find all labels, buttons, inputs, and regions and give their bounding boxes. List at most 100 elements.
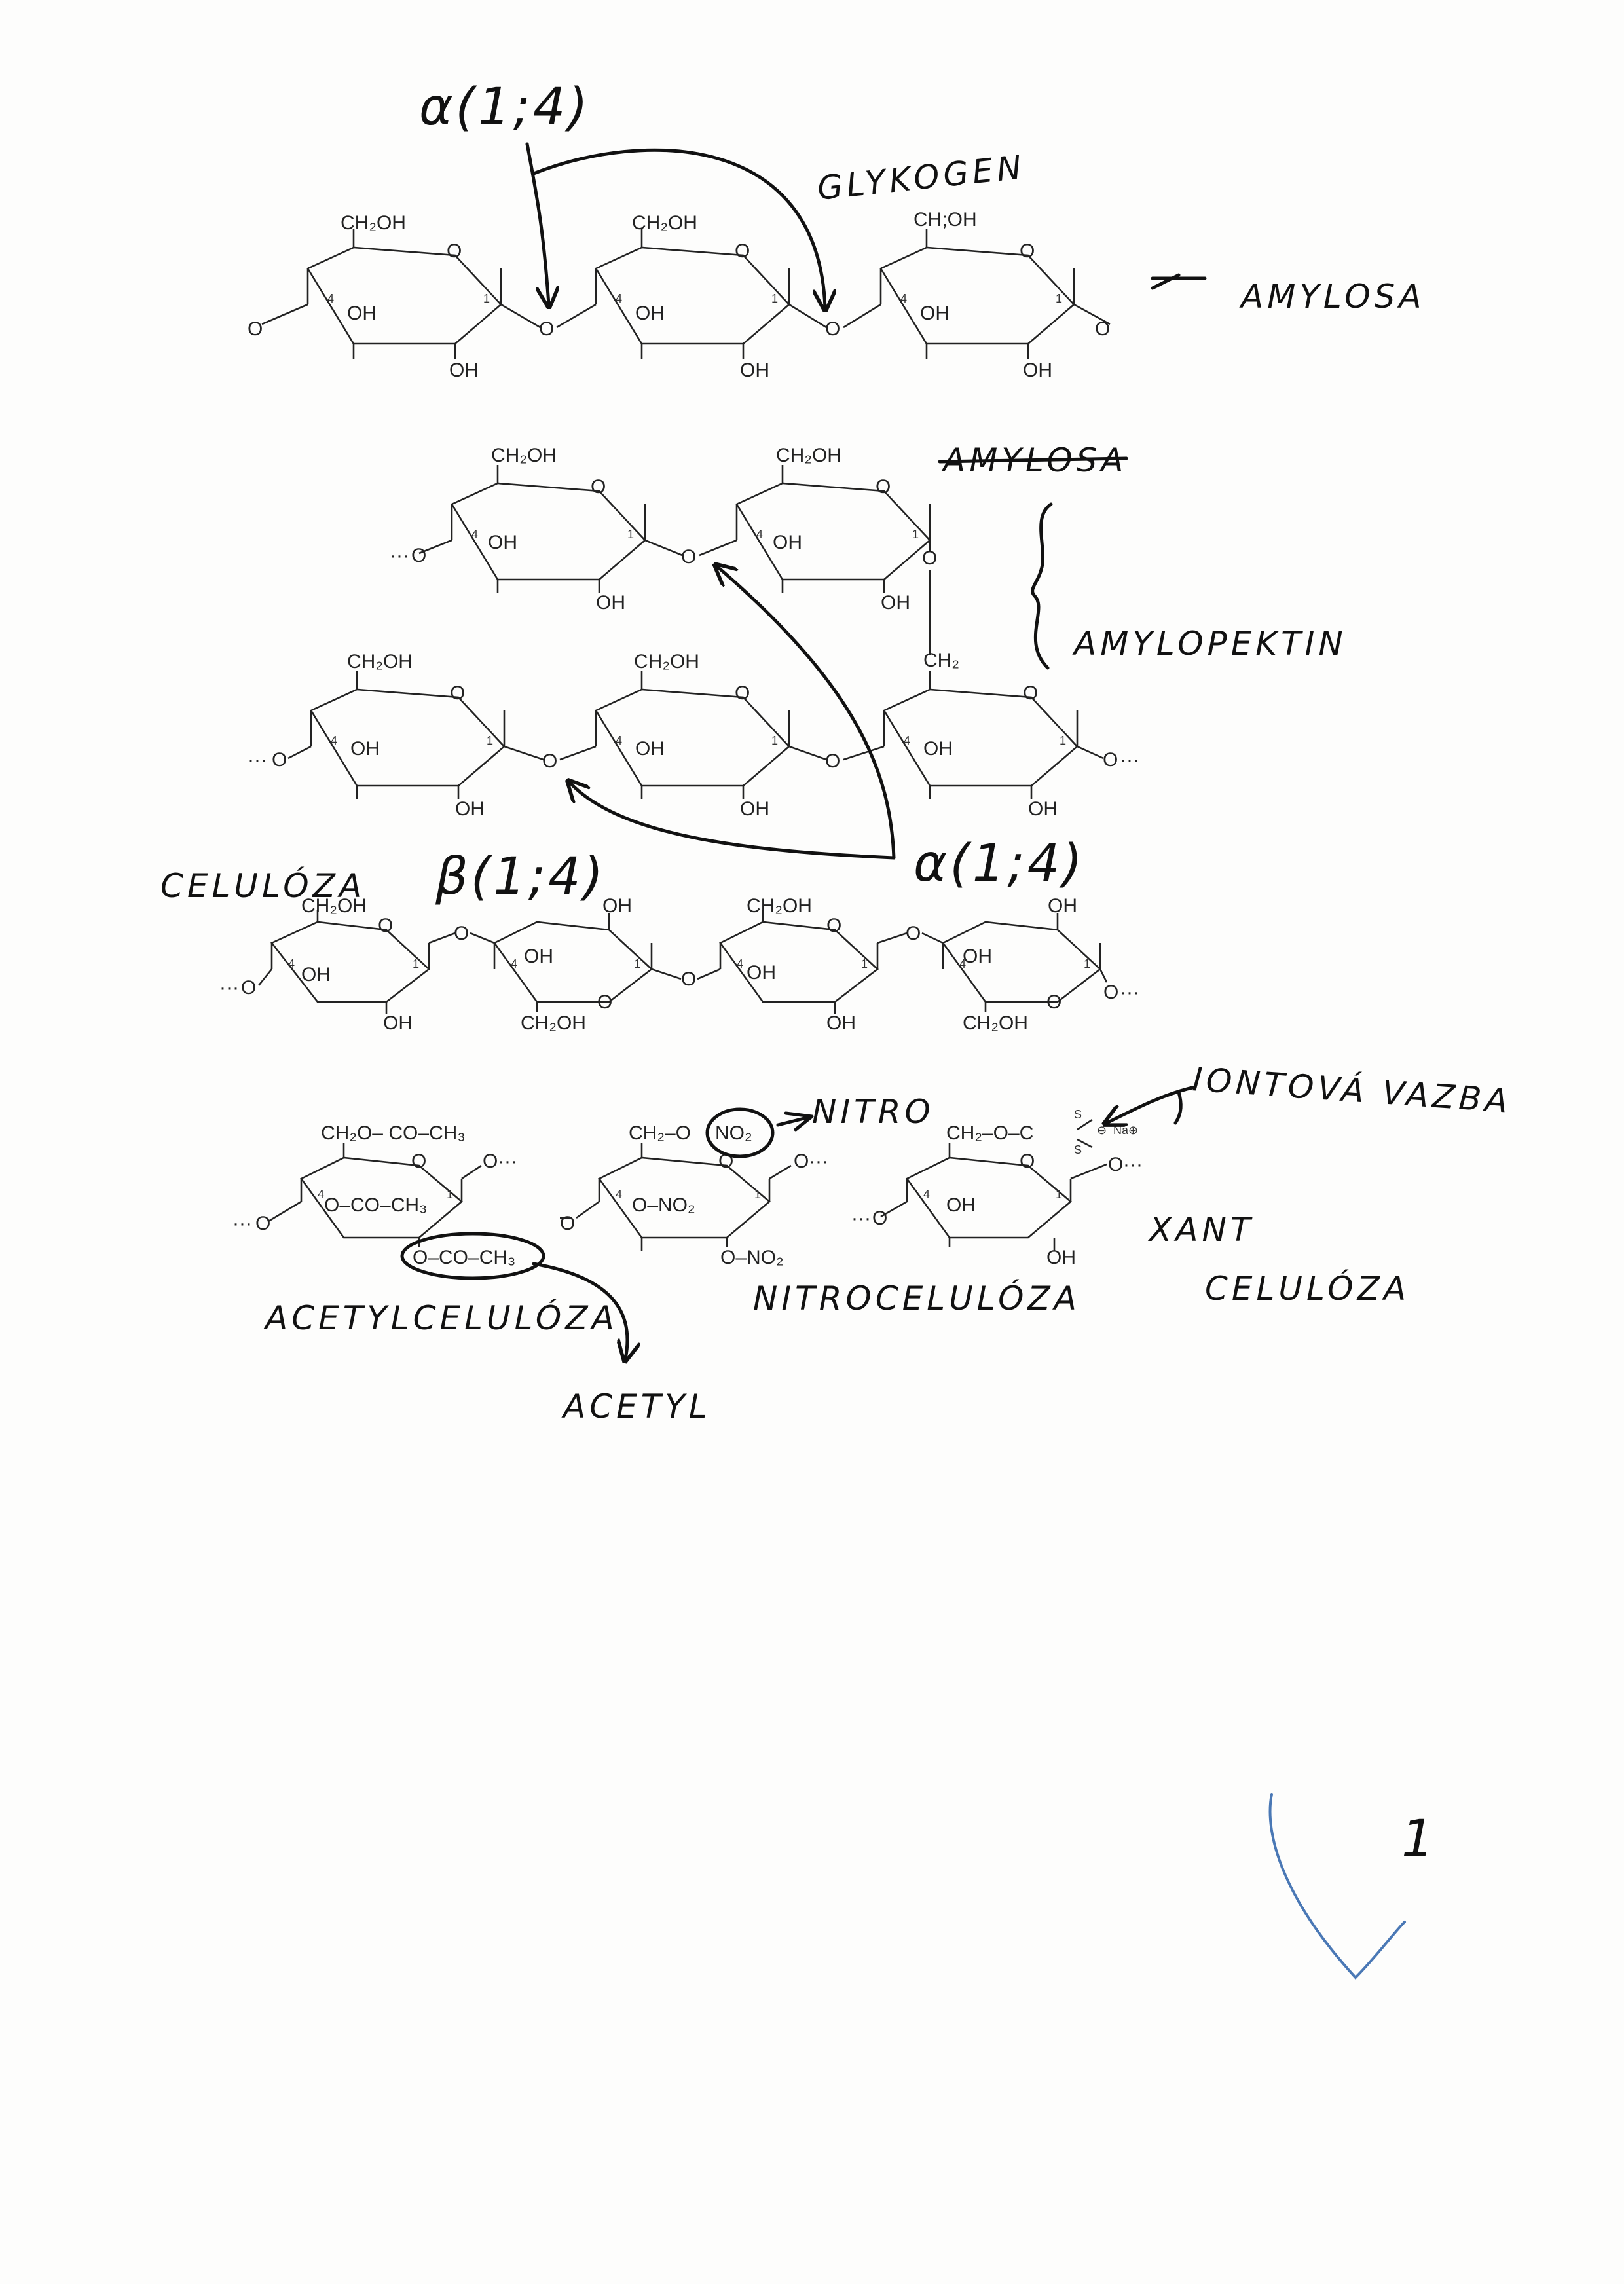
carbon-number: 4 [737,957,743,970]
acetyl-label: ACETYL [561,1388,711,1426]
branch-oxygen: O [922,547,937,569]
sulfur-label: S [1074,1108,1082,1121]
ring-oxygen: O [876,476,891,498]
glycosidic-oxygen: O [539,318,554,340]
chain-continuation: ··· [498,1151,517,1172]
carbon-number: 1 [447,1188,453,1201]
amylose-chain: CH₂OH O OH OH O 4 1 O CH₂OH O OH OH 4 1 … [248,209,1111,381]
amylopektin-label: AMYLOPEKTIN [1072,625,1347,663]
chain-continuation: ··· [248,749,267,771]
ring-oxygen: O [1020,240,1035,262]
link-oxygen: O [255,1213,270,1234]
oh-label: OH [635,303,665,324]
glycosidic-oxygen: O [825,318,840,340]
carbon-number: 1 [1060,734,1066,747]
glycosidic-oxygen: O [681,546,696,568]
glucose-ring: OH O OH CH₂OH 4 1 [470,895,682,1034]
arrow-to-nitro [776,1111,814,1132]
ch2oh-label: CH₂OH [347,651,413,672]
carbon-number: 4 [923,1188,930,1201]
oh-label: OH [740,359,769,381]
link-oxygen: O [483,1151,498,1172]
carbon-number: 1 [771,292,778,305]
amylopectin-upper-chain: CH₂OH O OH OH ··· O 4 1 O CH₂OH O OH OH … [390,445,937,655]
arrow-alpha-to-bond [532,148,825,308]
arrow-to-acetyl [532,1262,627,1359]
chain-continuation: ··· [851,1207,871,1229]
glucose-ring: CH₂OH O OH OH O 4 1 [248,212,541,381]
carbon-number: 4 [900,292,907,305]
oh-label: OH [383,1012,413,1034]
xant-label: XANT [1147,1211,1254,1249]
oh-label: OH [455,798,485,820]
ring-oxygen: O [591,476,606,498]
ring-oxygen: O [450,682,465,704]
oh-label: OH [1046,1247,1076,1268]
ring-oxygen: O [735,240,750,262]
iontova-vazba-label: IONTOVÁ VAZBA [1191,1059,1513,1120]
carbon-number: 4 [331,734,337,747]
strike-line [938,456,1128,464]
carbon-number: 1 [634,957,640,970]
sodium-label: Na⊕ [1113,1124,1138,1137]
alpha-1-4-label-mid: α(1;4) [913,834,1085,893]
xanthate-cellulose-unit: CH₂–O–C S S ⊖ Na⊕ O OH OH ··· O O ··· 4 … [851,1108,1143,1268]
ch2oh-label: CH;OH [913,209,977,230]
arrow-alpha-to-bond [525,142,549,304]
ch2oh-label: CH₂OH [776,445,841,466]
carbon-number: 4 [511,957,517,970]
chain-continuation: ··· [1123,1154,1143,1175]
oh-label: OH [747,962,776,984]
carbon-number: 4 [959,957,966,970]
carbon-number: 1 [413,957,419,970]
carbon-number: 4 [616,292,622,305]
chain-continuation: ··· [809,1151,828,1172]
oh-label: OH [963,946,992,967]
ch2-label: CH₂ [923,650,959,671]
glucose-ring: CH₂OH O OH OH 4 1 [697,895,908,1034]
oh-label: OH [301,964,331,985]
ring-oxygen: O [1020,1151,1035,1172]
carbon-number: 1 [1084,957,1090,970]
carbon-number: 1 [483,292,490,305]
carbon-number: 4 [616,734,622,747]
carbon-number: 1 [1056,1188,1062,1201]
acetylceluloza-label: ACETYLCELULÓZA [263,1299,618,1337]
o-co-ch3-label: O–CO–CH₃ [413,1247,515,1268]
blue-pen-mark [1268,1793,1406,1980]
ch2-o-c-label: CH₂–O–C [946,1122,1033,1144]
ch2oh-label: CH₂OH [632,212,697,234]
ring-oxygen: O [597,991,612,1013]
oh-label: OH [350,738,380,760]
nitro-label: NITRO [812,1093,934,1131]
carbon-number: 4 [471,528,478,541]
ring-oxygen: O [826,915,841,936]
acetylcellulose-unit: CH₂O– CO–CH₃ O O–CO–CH₃ O–CO–CH₃ ··· O O… [232,1122,545,1280]
oh-label: OH [881,592,910,614]
arrow-to-ionic-bond [1107,1085,1197,1123]
nitro-circle [705,1107,775,1158]
oh-label: OH [946,1194,976,1216]
carbon-number: 1 [1056,292,1062,305]
beta-1-4-label: β(1;4) [435,847,606,906]
carbon-number: 1 [754,1188,761,1201]
chain-continuation: ··· [232,1213,252,1234]
glucose-ring: CH₂OH O OH OH 4 1 [556,212,827,381]
link-oxygen: O [1103,982,1118,1003]
amylopectin-lower-chain: CH₂OH O OH OH ··· O 4 1 O CH₂OH O OH OH … [248,650,1139,820]
link-oxygen: O [248,318,263,340]
oh-label: OH [596,592,625,614]
glycosidic-oxygen: O [906,923,921,944]
glucose-ring: CH;OH O OH OH O 4 1 [843,209,1111,381]
ring-oxygen: O [378,915,393,936]
glucose-ring: CH₂OH O OH OH ··· O 4 1 [390,445,683,614]
link-oxygen: O [1108,1154,1123,1175]
carbon-number: 1 [912,528,919,541]
oh-label: OH [826,1012,856,1034]
arrow-tick [1173,1090,1183,1125]
carbon-number: 1 [771,734,778,747]
brace [1031,502,1053,670]
glucose-ring: CH₂OH O OH OH ··· O 4 1 [219,895,456,1034]
link-oxygen: O [794,1151,809,1172]
